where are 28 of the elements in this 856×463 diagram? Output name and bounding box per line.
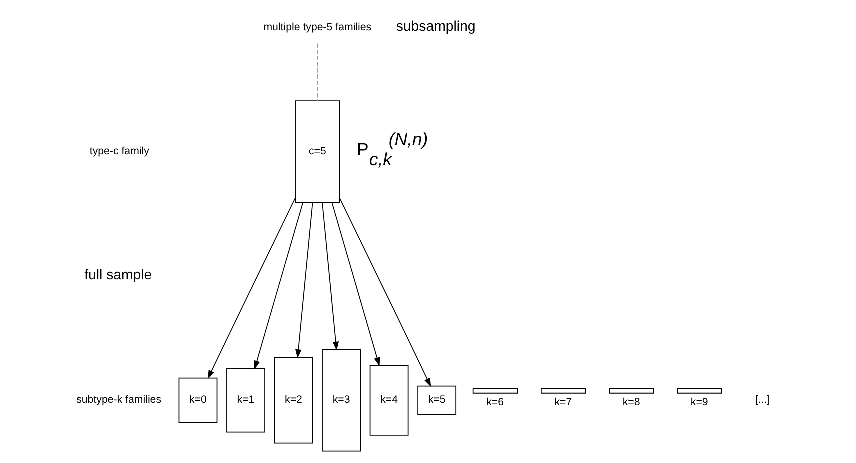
node-label: k=9 — [690, 396, 708, 408]
node-box — [472, 388, 518, 394]
node-box: c=5 — [295, 100, 340, 204]
arrow — [208, 198, 296, 380]
node-box: k=4 — [370, 365, 409, 436]
node-box — [609, 388, 654, 394]
node-box: k=1 — [226, 368, 266, 433]
arrow — [340, 198, 432, 388]
label: subtype-k families — [76, 394, 162, 406]
label: [...] — [756, 394, 770, 406]
node-box: k=5 — [418, 386, 457, 416]
node-box: k=2 — [274, 357, 314, 444]
node-box — [541, 388, 586, 394]
arrow — [332, 202, 380, 367]
node-label: k=8 — [622, 396, 640, 408]
node-label: k=6 — [486, 396, 504, 408]
arrow — [296, 202, 314, 359]
label: subsampling — [396, 18, 476, 34]
node-text: multiple type-5 families — [264, 21, 372, 34]
node-label: k=7 — [554, 396, 572, 408]
connector — [317, 43, 318, 102]
node-box: k=0 — [178, 378, 218, 423]
label: full sample — [84, 266, 152, 283]
label: type-c family — [90, 146, 150, 158]
node-box — [677, 388, 722, 394]
arrow — [322, 202, 340, 351]
node-box: k=3 — [322, 349, 361, 452]
arrow — [254, 202, 304, 370]
